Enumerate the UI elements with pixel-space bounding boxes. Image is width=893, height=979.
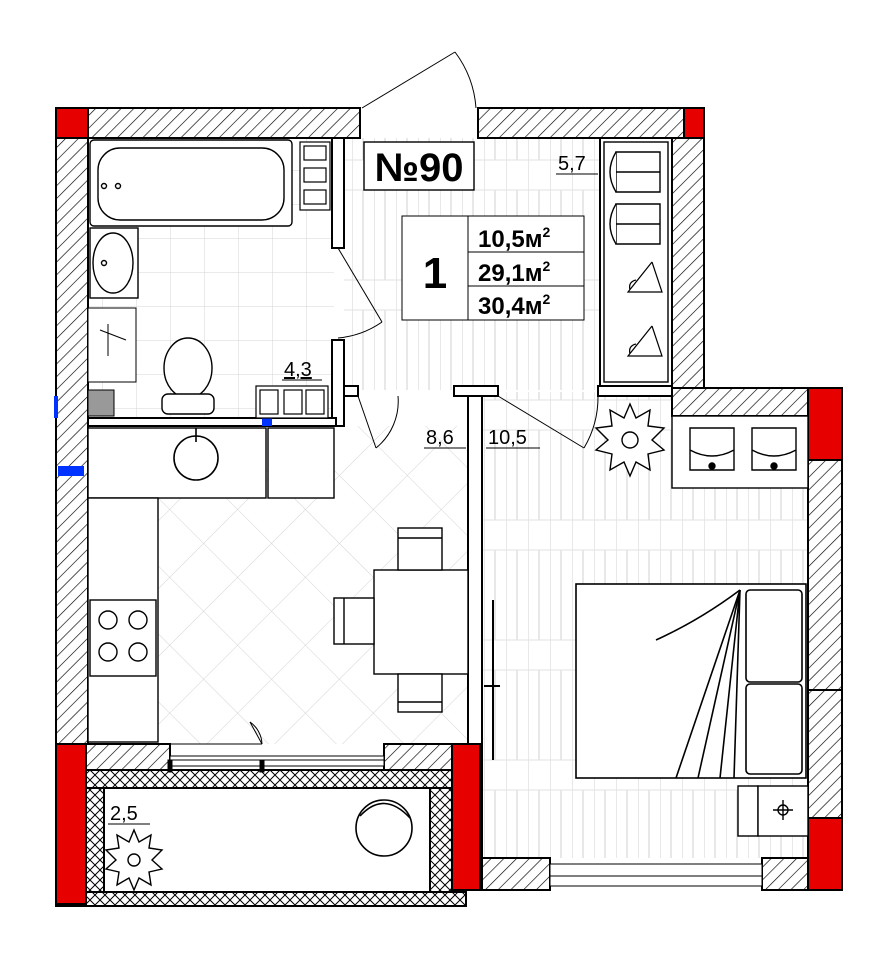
sink-icon-kitchen <box>173 428 219 481</box>
hanger-icon <box>626 261 663 357</box>
bedroom-window-icon <box>549 863 763 887</box>
hallway-storage-area: 5,7 <box>558 153 586 175</box>
apartment-number: №90 <box>374 146 463 190</box>
kitchen-door-icon[interactable] <box>357 395 399 449</box>
total-area: 29,1м2 <box>478 258 550 287</box>
area-table <box>401 215 585 321</box>
balcony-door-icon[interactable] <box>167 721 385 773</box>
bedroom-area: 10,5 <box>488 427 527 449</box>
floor-drain-icon <box>87 389 115 417</box>
balcony-plant-icon <box>104 828 164 892</box>
apartment-number-box <box>363 141 475 191</box>
sink-icon <box>89 227 139 299</box>
balcony-chair-icon <box>355 799 413 857</box>
total-area-with-balcony: 30,4м2 <box>478 291 550 320</box>
tv-icon <box>484 600 500 760</box>
table-icon <box>373 569 469 675</box>
bedroom-wardrobe-icon <box>671 415 809 489</box>
kitchen-area: 8,6 <box>426 427 454 449</box>
washing-machine-icon <box>87 307 137 383</box>
entry-door-icon[interactable] <box>361 51 477 109</box>
nightstand-icon <box>737 785 809 837</box>
toilet-icon <box>161 337 215 415</box>
bathroom-area: 4,3 <box>284 359 312 381</box>
columns <box>55 107 843 905</box>
living-area: 10,5м2 <box>478 224 550 253</box>
bed-icon <box>575 583 807 779</box>
walls <box>55 107 843 907</box>
wardrobe-icon <box>603 141 669 383</box>
chair-icon <box>333 527 443 713</box>
shaft-boxes-icon <box>255 141 331 419</box>
stove-icon <box>89 599 157 677</box>
room-count: 1 <box>423 249 447 298</box>
bathroom-door-icon[interactable] <box>337 247 383 339</box>
bathtub-icon <box>89 139 293 227</box>
plant-icon <box>594 402 666 478</box>
bedroom-door-icon[interactable] <box>497 395 599 449</box>
balcony-area: 2,5 <box>110 803 138 825</box>
